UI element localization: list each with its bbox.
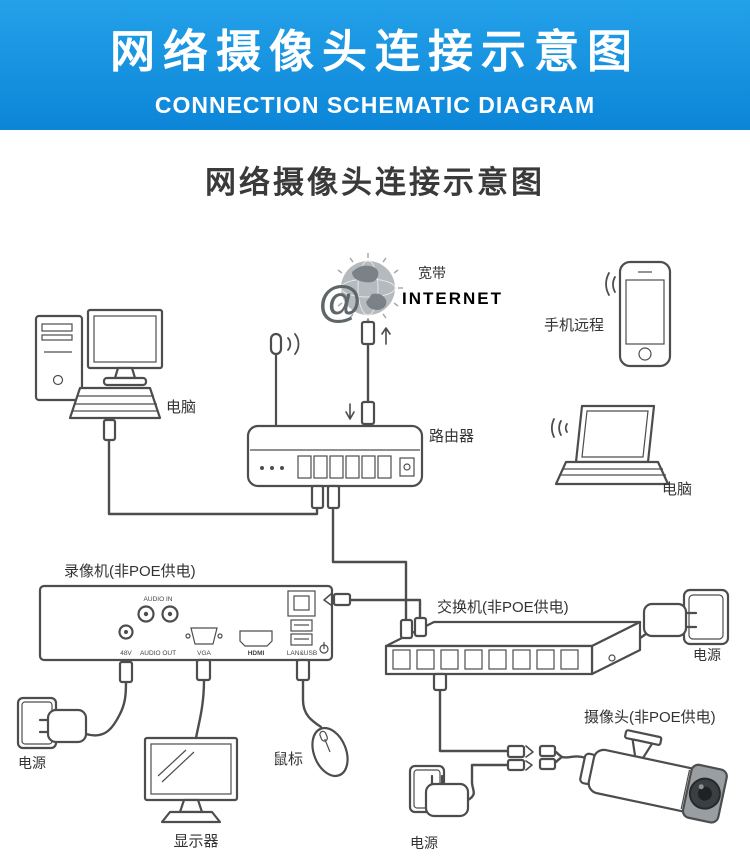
- switch-label: 交换机(非POE供电): [437, 598, 569, 616]
- camera-pigtail-lan-connector: [538, 744, 557, 758]
- vga-plug: [195, 658, 212, 682]
- recorder-hdmi-label: HDMI: [248, 650, 265, 657]
- internet-label: INTERNET: [402, 289, 503, 308]
- recorder-lan-usb-label: LAN&USB: [287, 650, 317, 657]
- camera-pigtail-cable: [554, 750, 588, 764]
- recorder-48v-plug: [118, 660, 134, 684]
- recorder-audio-out-label: AUDIO OUT: [140, 650, 176, 657]
- recorder-power-adapter-icon: [16, 696, 88, 750]
- usb-plug: [295, 658, 311, 682]
- pc-right-label: 电脑: [662, 481, 692, 498]
- mouse-icon: [311, 726, 349, 778]
- camera-power-cable: [466, 763, 510, 802]
- switch-top-plug-1: [399, 618, 414, 640]
- monitor-vga-cable: [194, 678, 206, 740]
- switch-top-plug-2: [413, 616, 428, 638]
- pc-router-cable: [107, 436, 319, 516]
- banner: 网络摄像头连接示意图 CONNECTION SCHEMATIC DIAGRAM: [0, 0, 750, 130]
- mouse-usb-cable: [301, 678, 323, 729]
- switch-bottom-plug: [432, 672, 448, 692]
- monitor-label: 显示器: [173, 833, 218, 850]
- camera-lan-arrow-icon: [525, 745, 534, 758]
- internet-globe-icon: @: [319, 253, 403, 326]
- camera-label: 摄像头(非POE供电): [584, 709, 716, 726]
- recorder-power-label: 电源: [18, 755, 46, 771]
- banner-title: 网络摄像头连接示意图: [109, 26, 640, 77]
- recorder-icon: AUDIO IN 48V AUDIO OUT VGA HDMI LAN&USB: [38, 584, 334, 662]
- recorder-label: 录像机(非POE供电): [64, 563, 196, 580]
- broadband-label: 宽带: [418, 265, 446, 281]
- camera-power-plug: [506, 758, 526, 772]
- pc-left-label: 电脑: [166, 399, 196, 416]
- keyboard-cable-plug: [102, 418, 117, 442]
- camera-power-label: 电源: [410, 835, 438, 851]
- recorder-power-cable: [84, 680, 128, 737]
- cables: [84, 318, 648, 802]
- diagram-canvas: @ 宽带 INTERNET 手机远程: [16, 253, 730, 851]
- recorder-switch-cable: [348, 598, 422, 622]
- phone-icon: [605, 260, 672, 368]
- router-top-plug: [360, 400, 376, 426]
- camera-power-arrow-icon: [525, 760, 533, 771]
- banner-subtitle: CONNECTION SCHEMATIC DIAGRAM: [154, 92, 596, 118]
- up-arrow-icon: [381, 327, 391, 345]
- mouse-label: 鼠标: [273, 751, 303, 768]
- camera-lan-plug: [506, 744, 526, 759]
- router-bottom-plug-2: [326, 484, 341, 510]
- monitor-icon: [143, 736, 239, 824]
- internet-cable-top-plug: [360, 320, 376, 346]
- camera-pigtail-power-connector: [538, 757, 557, 771]
- camera-icon: [579, 729, 728, 824]
- network-switch-icon: [384, 620, 642, 676]
- switch-power-adapter-icon: [642, 588, 730, 646]
- left-arrow-icon: [323, 593, 332, 606]
- camera-power-adapter-icon: [408, 764, 470, 818]
- recorder-vga-label: VGA: [197, 650, 211, 657]
- plugs: [102, 320, 448, 692]
- page-title-row: 网络摄像头连接示意图: [0, 130, 750, 228]
- recorder-lan-plug: [332, 592, 352, 607]
- router-icon: [246, 332, 424, 488]
- switch-power-label: 电源: [693, 647, 721, 663]
- laptop-icon: [551, 404, 670, 486]
- router-label: 路由器: [429, 428, 474, 445]
- page-title: 网络摄像头连接示意图: [205, 164, 545, 200]
- at-symbol: @: [319, 277, 362, 326]
- phone-remote-label: 手机远程: [544, 317, 604, 334]
- recorder-48v-label: 48V: [120, 650, 132, 657]
- desktop-pc-icon: [34, 308, 164, 420]
- router-switch-cable: [331, 508, 408, 624]
- switch-camera-cable: [438, 688, 510, 753]
- down-arrow-icon: [345, 403, 355, 420]
- recorder-audio-in-label: AUDIO IN: [144, 596, 173, 603]
- router-bottom-plug-1: [310, 484, 325, 510]
